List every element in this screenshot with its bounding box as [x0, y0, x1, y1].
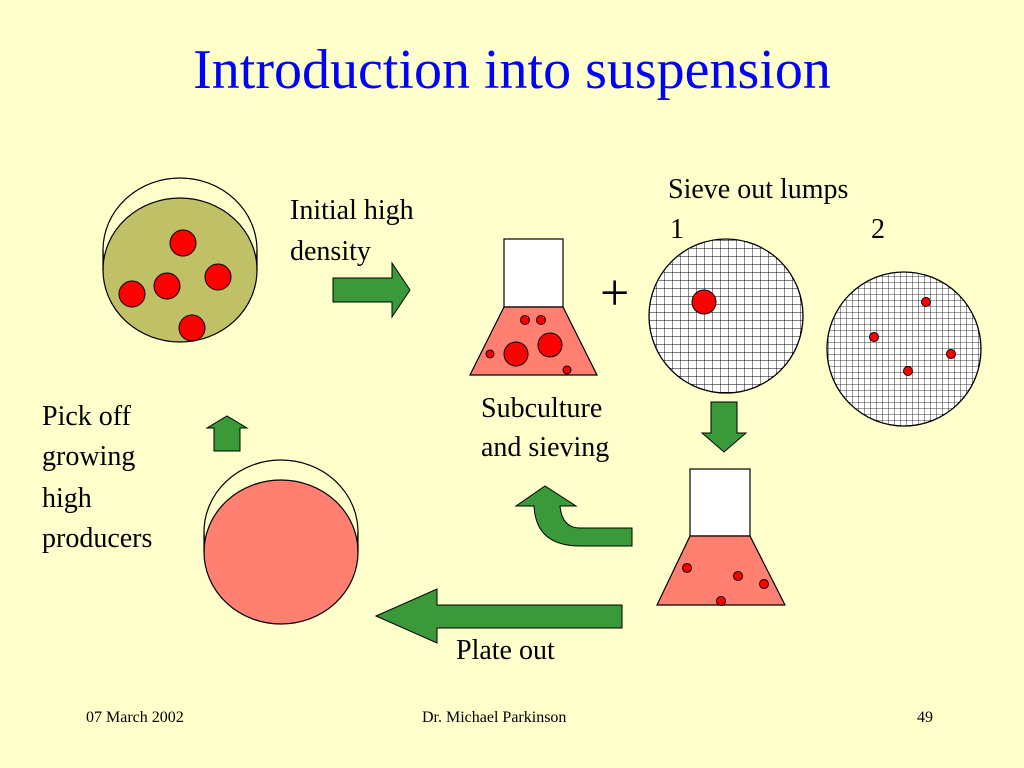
sieve-2: [826, 271, 982, 427]
left-arrow-icon: [374, 588, 623, 644]
cell-small: [520, 315, 530, 325]
right-arrow-icon: [332, 261, 411, 319]
label-growing: growing: [42, 441, 136, 472]
label-plate-out: Plate out: [456, 635, 555, 666]
label-sieve-2: 2: [871, 214, 885, 245]
cell-small: [716, 596, 726, 606]
flask-subculture: [469, 238, 598, 376]
label-density: density: [290, 236, 371, 267]
cell-small: [682, 563, 692, 573]
label-and-sieving: and sieving: [481, 432, 610, 463]
footer-author: Dr. Michael Parkinson: [422, 709, 567, 726]
sieve-1: [648, 238, 804, 394]
petri-dish-plated: [203, 459, 359, 625]
cell-colony: [169, 229, 197, 257]
petri-dish-initial: [102, 177, 258, 343]
footer-date: 07 March 2002: [86, 709, 184, 726]
footer-page-number: 49: [917, 709, 933, 726]
cell-colony: [204, 263, 232, 291]
cell-small: [733, 571, 743, 581]
flask-sieved: [656, 468, 786, 606]
cell-small: [759, 579, 769, 589]
label-subculture: Subculture: [481, 393, 603, 424]
cell-small: [921, 297, 931, 307]
cell-small: [946, 349, 956, 359]
cell-lump: [537, 332, 563, 358]
label-high: high: [42, 483, 92, 514]
cell-lump: [691, 289, 717, 315]
cell-lump: [503, 341, 529, 367]
slide-title: Introduction into suspension: [193, 39, 831, 101]
cell-colony: [178, 314, 206, 342]
plus-icon: +: [600, 265, 630, 322]
cell-small: [562, 365, 572, 375]
cell-small: [903, 366, 913, 376]
cell-small: [485, 349, 495, 359]
cell-small: [869, 332, 879, 342]
label-sieve-out-lumps: Sieve out lumps: [668, 174, 849, 205]
label-producers: producers: [42, 523, 153, 554]
cell-colony: [118, 280, 146, 308]
curved-arrow-icon: [514, 485, 633, 547]
cell-small: [536, 315, 546, 325]
label-sieve-1: 1: [670, 214, 684, 245]
label-initial-high: Initial high: [290, 195, 414, 226]
up-arrow-icon: [205, 415, 249, 452]
cell-colony: [153, 272, 181, 300]
label-pick-off: Pick off: [42, 401, 131, 432]
down-arrow-icon: [700, 401, 748, 453]
